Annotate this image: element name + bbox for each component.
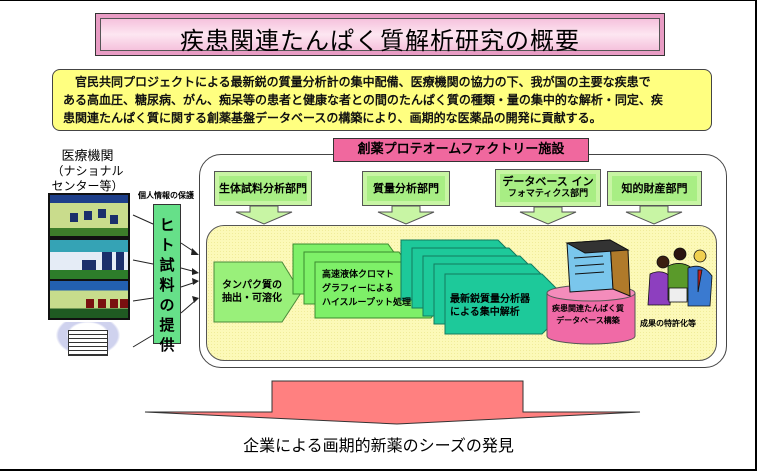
database-text: 疾患関連たんぱく質 データベース構築	[545, 303, 631, 327]
dept-database-informatics: データベース イン フォマティクス部門	[495, 169, 601, 207]
hospitals-title: 医療機関	[61, 149, 114, 164]
sample-provision-char: ヒ	[159, 216, 175, 234]
arrowhead	[192, 278, 199, 285]
connector-line	[132, 297, 154, 302]
factory-label: 創薬プロテオームファクトリー施設	[333, 138, 589, 162]
summary-line: ある高血圧、糖尿病、がん、痴呆等の患者と健康な者との間のたんぱく質の種類・量の集…	[63, 93, 663, 107]
result-text: 企業による画期的新薬のシーズの発見	[243, 436, 514, 455]
title-banner: 疾患関連たんぱく質解析研究の概要	[95, 13, 665, 56]
patent-text: 成果の特許化等	[640, 319, 696, 328]
hospital-building-3-image	[48, 279, 130, 320]
page-title: 疾患関連たんぱく質解析研究の概要	[180, 27, 580, 55]
step-text-line: による集中解析	[450, 307, 520, 318]
dept-mass-spec: 質量分析部門	[362, 171, 450, 206]
dept-label: データベース イン フォマティクス部門	[500, 174, 596, 202]
connector-line	[132, 334, 154, 348]
summary-box: 官民共同プロジェクトによる最新鋭の質量分析計の集中配備、医療機関の協力の下、我が…	[52, 69, 712, 131]
privacy-label: 個人情報の保護	[138, 191, 194, 200]
connector-line	[132, 259, 154, 265]
arrowhead	[192, 268, 199, 275]
dept-label: 知的財産部門	[612, 176, 697, 201]
dept-biosample: 生体試料分析部門	[214, 171, 312, 206]
sample-provision-text: ヒト試料の提供	[154, 215, 180, 355]
step-text-line: タンパク質の	[222, 280, 282, 291]
step-extraction-text: タンパク質の 抽出・可溶化	[222, 279, 282, 305]
dept-label-line: データベース イン	[502, 175, 594, 188]
dept-label: 質量分析部門	[367, 176, 445, 201]
arrowhead	[192, 296, 199, 303]
db-text-line: 疾患関連たんぱく質	[552, 304, 624, 313]
dept-down-arrow	[377, 205, 435, 225]
step-text-line: グラフィーによる	[322, 284, 394, 294]
dept-down-arrow	[235, 205, 293, 225]
sample-provision-char: 供	[159, 336, 175, 354]
dept-down-arrow	[625, 205, 683, 225]
hospitals-sub-line: センター等）	[51, 179, 124, 193]
hospital-building-4-image	[50, 322, 126, 360]
summary-line: 患関連たんぱく質に関する創薬基盤データベースの構築により、画期的な医薬品の開発に…	[63, 111, 602, 125]
dept-down-arrow	[519, 206, 577, 225]
sample-provision-char: ト	[159, 236, 175, 254]
hospitals-label: 医療機関 （ナショナル センター等）	[40, 149, 135, 194]
sample-provision-box: ヒト試料の提供	[153, 204, 181, 354]
computer-server-icon	[565, 239, 631, 297]
hospitals-sub-line: （ナショナル	[51, 164, 124, 178]
hospital-building-1-image	[48, 193, 130, 238]
summary-line: 官民共同プロジェクトによる最新鋭の質量分析計の集中配備、医療機関の協力の下、我が…	[63, 75, 651, 89]
step-text-line: 高速液体クロマト	[322, 270, 395, 280]
connector-arrow	[180, 299, 197, 314]
connector-line	[132, 214, 154, 225]
step-text-line: 最新鋭質量分析器	[450, 294, 530, 305]
sample-provision-char: の	[159, 296, 175, 314]
db-text-line: データベース構築	[556, 316, 620, 325]
dept-label: 生体試料分析部門	[219, 176, 307, 201]
step-hplc-text: 高速液体クロマト グラフィーによる ハイスループット処理	[322, 268, 411, 310]
step-extraction-shape	[213, 261, 302, 323]
people-meeting-icon	[647, 247, 713, 307]
sample-provision-char: 提	[159, 316, 175, 334]
dept-label-line: フォマティクス部門	[507, 189, 589, 199]
sample-provision-char: 料	[159, 276, 175, 294]
step-text-line: 抽出・可溶化	[222, 293, 282, 304]
arrowhead	[191, 248, 199, 255]
result-arrow	[144, 380, 641, 425]
step-ms-text: 最新鋭質量分析器 による集中解析	[450, 293, 530, 319]
sample-provision-char: 試	[159, 256, 175, 274]
step-text-line: ハイスループット処理	[322, 298, 412, 308]
